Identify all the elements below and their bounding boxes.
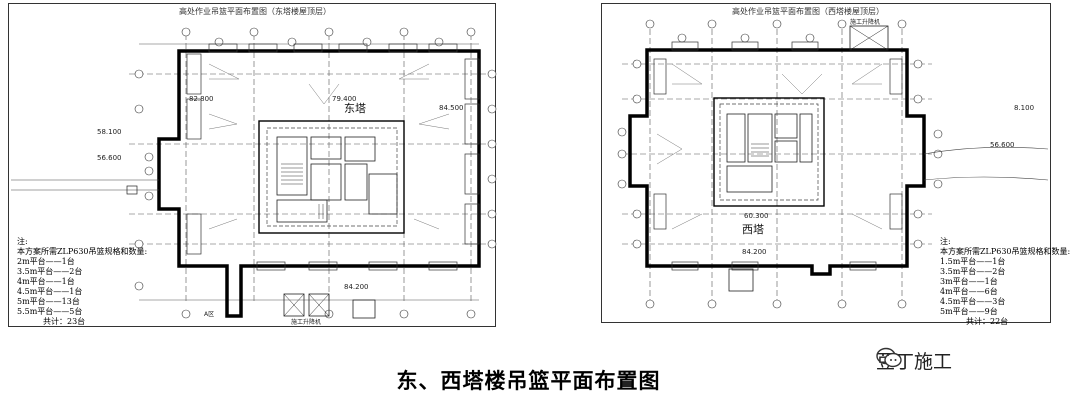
east-elevation-label: 84.200: [344, 283, 369, 291]
west-notes-total: 共计：22台: [966, 317, 1009, 326]
east-notes-total: 共计：23台: [43, 317, 86, 326]
east-elevation-label: 79.400: [332, 95, 357, 103]
west-tower-drawing-panel: 高处作业吊篮平面布置图（西塔楼屋顶层）: [601, 3, 1070, 326]
west-notes-item: 3.5m平台——2台: [940, 267, 1006, 276]
west-drawing-title: 高处作业吊篮平面布置图（西塔楼屋顶层）: [732, 7, 884, 16]
east-notes-item: 3.5m平台——2台: [17, 267, 83, 276]
west-elevation-label: 56.600: [990, 141, 1015, 149]
west-basket-notes: 注: 本方案所需ZLP630吊篮规格和数量: 1.5m平台——1台 3.5m平台…: [940, 237, 1070, 327]
east-notes-item: 5m平台——13台: [17, 297, 80, 306]
east-elevation-label: 82.800: [189, 95, 214, 103]
west-notes-item: 4m平台——6台: [940, 287, 998, 296]
west-elevation-label: 60.300: [744, 212, 769, 220]
west-floor-plan: 8.100 56.600 60.300 84.200 西塔 施工升降机: [617, 18, 1049, 309]
west-elevation-label: 8.100: [1014, 104, 1034, 112]
west-notes-item: 4.5m平台——3台: [940, 297, 1006, 306]
east-elevation-label: 58.100: [97, 128, 122, 136]
east-zone-label: A区: [204, 311, 214, 318]
west-elevation-label: 84.200: [742, 248, 767, 256]
figure-caption: 东、西塔楼吊篮平面布置图: [396, 368, 661, 393]
east-elevation-label: 56.600: [97, 154, 122, 162]
east-tower-label: 东塔: [344, 102, 366, 115]
east-drawing-title: 高处作业吊篮平面布置图（东塔楼屋顶层）: [179, 7, 331, 16]
watermark: 豆丁施工: [876, 347, 952, 374]
east-notes-heading: 注:: [17, 237, 28, 246]
wechat-icon: [876, 347, 902, 368]
east-notes-intro: 本方案所需ZLP630吊篮规格和数量:: [17, 247, 148, 256]
west-notes-item: 3m平台——1台: [940, 277, 998, 286]
east-tower-drawing-panel: 高处作业吊篮平面布置图（东塔楼屋顶层）: [8, 3, 497, 327]
east-notes-item: 5.5m平台——5台: [17, 307, 83, 316]
east-elevation-label: 84.500: [439, 104, 464, 112]
east-basket-notes: 注: 本方案所需ZLP630吊篮规格和数量: 2m平台——1台 3.5m平台——…: [17, 237, 147, 327]
west-notes-item: 1.5m平台——1台: [940, 257, 1006, 266]
east-notes-item: 4m平台——1台: [17, 277, 75, 286]
east-notes-item: 2m平台——1台: [17, 257, 75, 266]
west-notes-heading: 注:: [940, 237, 951, 246]
east-hoist-label: 施工升降机: [291, 318, 321, 326]
west-tower-label: 西塔: [742, 223, 764, 236]
east-floor-plan: 82.800 79.400 84.500 58.100 56.600 84.20…: [11, 27, 497, 326]
east-notes-item: 4.5m平台——1台: [17, 287, 83, 296]
west-hoist-label: 施工升降机: [850, 18, 880, 26]
west-notes-item: 5m平台——9台: [940, 307, 998, 316]
west-notes-intro: 本方案所需ZLP630吊篮规格和数量:: [940, 247, 1070, 256]
